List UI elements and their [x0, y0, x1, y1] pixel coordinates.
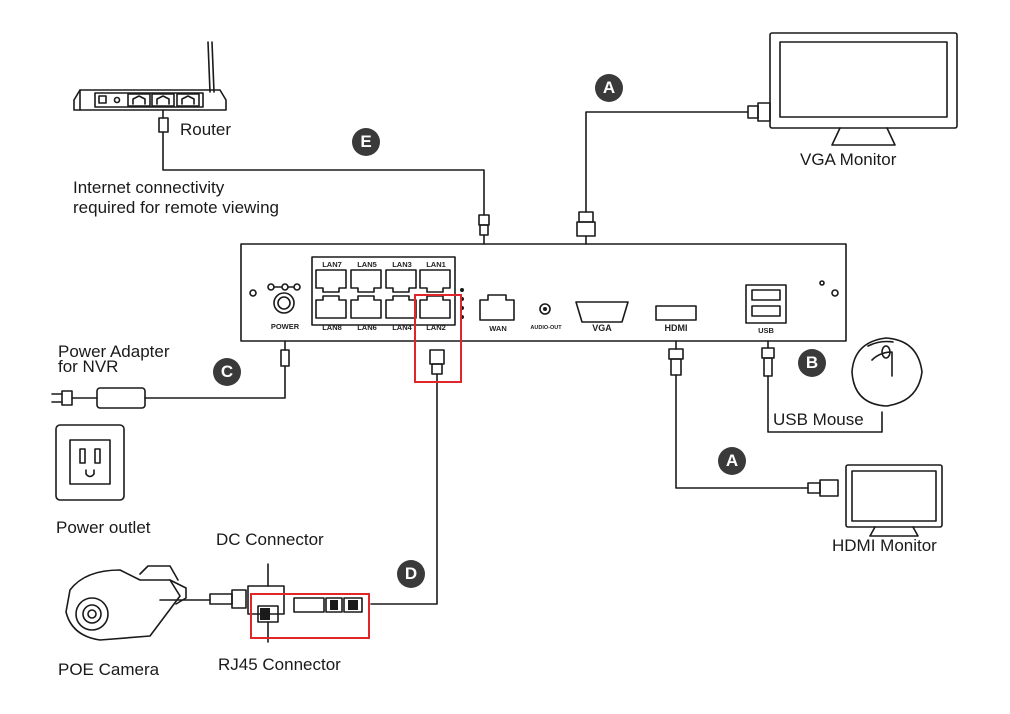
port-label-wan: WAN [489, 324, 507, 333]
label-internet-line1: Internet connectivity [73, 178, 225, 197]
cable-d [370, 373, 438, 605]
port-label-lan1: LAN1 [426, 260, 446, 269]
label-power-outlet: Power outlet [56, 518, 151, 537]
power-outlet-icon [55, 424, 125, 501]
cable-power [144, 365, 286, 399]
port-label-vga: VGA [592, 323, 612, 333]
label-hdmi-monitor: HDMI Monitor [832, 536, 937, 555]
badge-a-bottom: A [718, 447, 746, 475]
cable-vga [585, 111, 749, 213]
power-plug-icon [280, 340, 290, 367]
cable-e [162, 131, 485, 216]
port-label-usb: USB [758, 326, 774, 335]
camera-connectors [209, 563, 363, 643]
mouse-icon [851, 337, 923, 407]
label-power-adapter-line2: for NVR [58, 357, 119, 376]
label-usb-mouse: USB Mouse [773, 410, 864, 429]
port-label-lan5: LAN5 [357, 260, 377, 269]
port-label-lan8: LAN8 [322, 323, 342, 332]
router-icon [73, 41, 227, 133]
port-label-audio-out: AUDIO-OUT [530, 325, 562, 331]
hdmi-monitor-icon [845, 464, 943, 537]
nvr-body [240, 243, 847, 342]
vga-monitor-icon [769, 32, 958, 146]
label-internet-line2: required for remote viewing [73, 198, 279, 217]
cable-hdmi [675, 374, 809, 489]
badge-c: C [213, 358, 241, 386]
highlight-lan2 [414, 294, 462, 383]
usb-plug-icon [761, 340, 775, 377]
highlight-rj45 [250, 593, 370, 639]
vga-plug-monitor-icon [747, 102, 771, 122]
port-label-lan2: LAN2 [426, 323, 446, 332]
badge-e: E [352, 128, 380, 156]
badge-d: D [397, 560, 425, 588]
vga-plug-top-icon [576, 211, 596, 245]
power-adapter-icon [51, 387, 146, 409]
camera-connector-fill [260, 600, 358, 620]
port-label-lan6: LAN6 [357, 323, 377, 332]
cable-usb [767, 375, 883, 433]
hdmi-plug-top-icon [668, 340, 684, 376]
lan-plug-top-icon [478, 214, 490, 245]
label-vga-monitor: VGA Monitor [800, 150, 897, 169]
port-label-lan3: LAN3 [392, 260, 412, 269]
label-poe-camera: POE Camera [58, 660, 160, 679]
port-label-hdmi: HDMI [664, 323, 688, 333]
highlight-boxes [250, 294, 462, 639]
badge-b: B [798, 349, 826, 377]
label-router: Router [180, 120, 232, 139]
label-power-adapter-line1: Power Adapter [58, 342, 170, 361]
hdmi-plug-monitor-icon [807, 479, 839, 497]
label-dc-connector: DC Connector [216, 530, 324, 549]
lan-plug-lan2-icon [429, 349, 445, 375]
port-label-lan7: LAN7 [322, 260, 342, 269]
nvr-leds [460, 288, 547, 319]
badge-a-top: A [595, 74, 623, 102]
port-label-lan4: LAN4 [392, 323, 412, 332]
port-label-power: POWER [270, 322, 300, 331]
label-rj45-connector: RJ45 Connector [218, 655, 341, 674]
poe-camera-icon [65, 565, 211, 641]
